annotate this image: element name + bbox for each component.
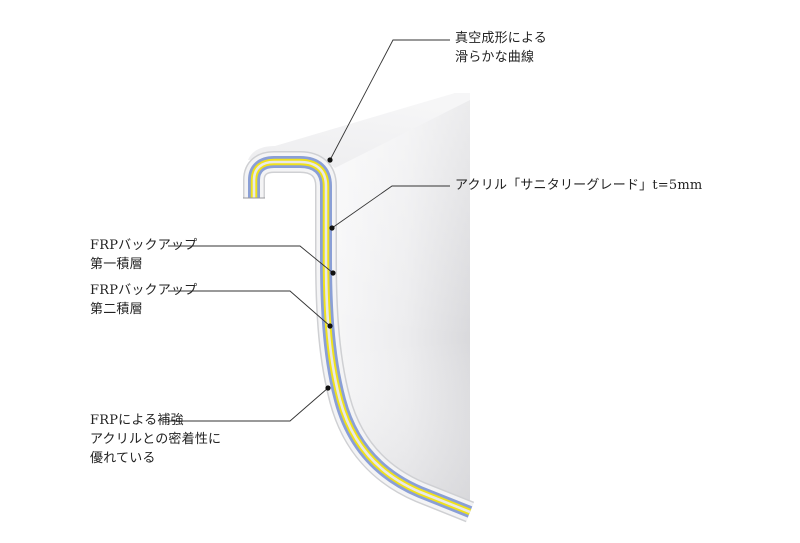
label-vacuum-line1: 真空成形による — [455, 31, 548, 46]
label-vacuum-forming: 真空成形による 滑らかな曲線 — [455, 29, 547, 67]
acrylic-panel-shading — [330, 93, 470, 503]
label-frp2-line1: FRPバックアップ — [90, 283, 198, 298]
leader-frp2 — [168, 290, 331, 327]
label-acrylic-grade: アクリル「サニタリーグレード」t=5mm — [455, 176, 702, 195]
label-reinforce-line3: 優れている — [90, 451, 156, 466]
label-frp1-line1: FRPバックアップ — [90, 238, 198, 253]
leader-lines — [168, 39, 450, 422]
leader-frp1 — [168, 245, 334, 274]
dot-reinforce — [325, 385, 331, 391]
label-reinforce-line1: FRPによる補強 — [90, 413, 184, 428]
leader-vacuum — [329, 39, 450, 161]
dot-vacuum — [327, 157, 333, 163]
label-acrylic-line1: アクリル「サニタリーグレード」t=5mm — [455, 178, 703, 193]
leader-dots — [325, 157, 336, 391]
top-rim-face — [248, 93, 470, 168]
label-frp-first-layer: FRPバックアップ 第一積層 — [90, 236, 197, 274]
label-frp-second-layer: FRPバックアップ 第二積層 — [90, 281, 197, 319]
dot-acrylic — [329, 225, 335, 231]
label-frp1-line2: 第一積層 — [90, 257, 143, 272]
dot-frp1 — [330, 270, 336, 276]
label-frp-reinforcement: FRPによる補強 アクリルとの密着性に 優れている — [90, 411, 221, 468]
leader-reinforce — [168, 387, 329, 422]
label-reinforce-line2: アクリルとの密着性に — [90, 432, 222, 447]
label-frp2-line2: 第二積層 — [90, 302, 143, 317]
label-vacuum-line2: 滑らかな曲線 — [455, 50, 535, 65]
leader-acrylic — [331, 185, 450, 229]
dot-frp2 — [327, 323, 333, 329]
